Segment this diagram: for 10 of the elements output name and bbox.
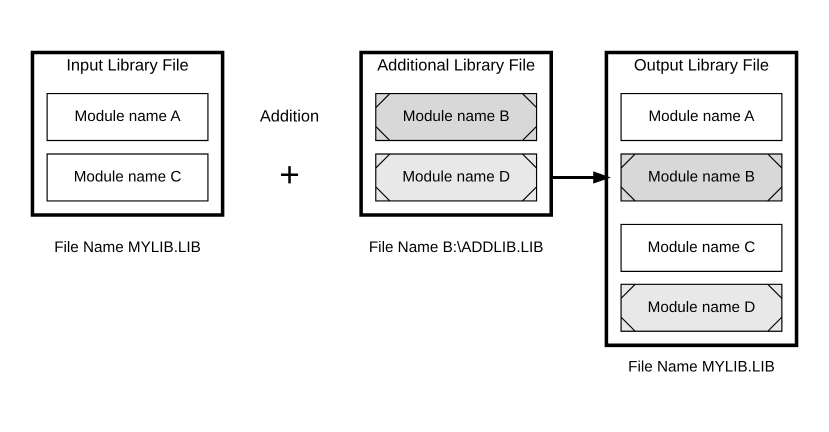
arrow	[551, 170, 611, 184]
node-box: Module name C	[46, 152, 209, 202]
node-box: Module name A	[46, 92, 209, 141]
node-label: File Name MYLIB.LIB	[54, 238, 201, 256]
node-box: Module name A	[620, 92, 782, 141]
node-label: File Name MYLIB.LIB	[628, 358, 775, 376]
label: +	[279, 154, 300, 194]
node-box: Module name C	[620, 223, 782, 272]
label: Addition	[260, 106, 320, 125]
node-label: File Name B:\ADDLIB.LIB	[368, 238, 544, 256]
